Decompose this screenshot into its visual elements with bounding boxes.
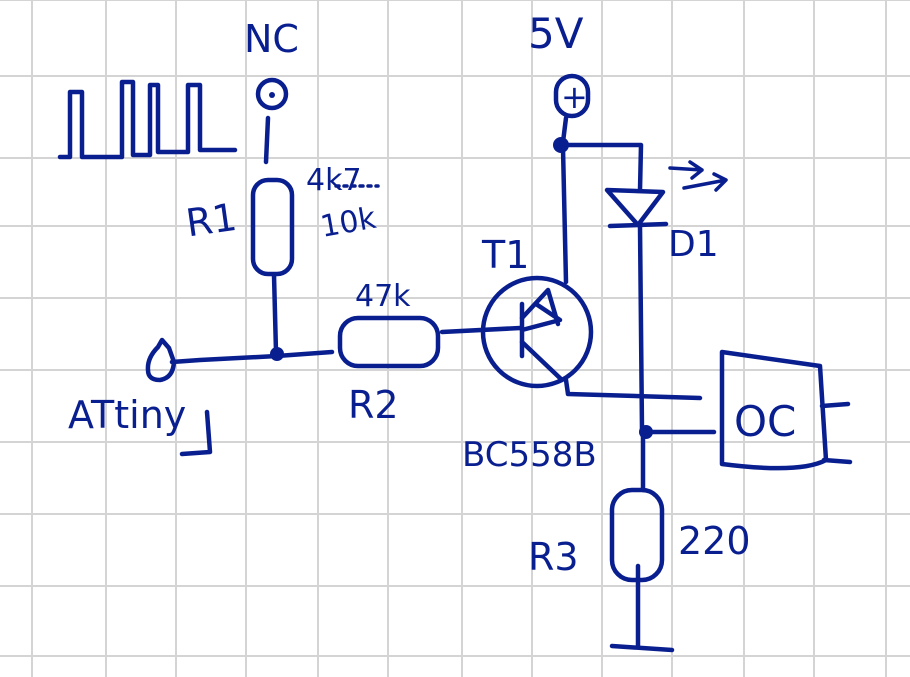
oc-label: OC — [734, 397, 796, 446]
transistor-t1: T1 BC558B — [462, 233, 597, 475]
ground-symbol — [609, 643, 675, 653]
input-pad-shape — [145, 337, 177, 383]
r2-label: R2 — [348, 383, 399, 427]
wire-collector-to-oc — [563, 377, 703, 401]
r2-value: 47k — [355, 279, 411, 314]
nc-label: NC — [244, 17, 299, 61]
pwm-waveform — [57, 79, 238, 160]
attiny-pin-label: ATtiny — [68, 393, 186, 437]
resistor-r3: R3 220 — [528, 487, 751, 583]
oc-block: OC — [719, 349, 853, 471]
wire-supply-to-d1 — [558, 142, 644, 193]
resistor-r2: 47k R2 — [337, 279, 441, 427]
wire-supply-to-emitter — [560, 145, 569, 285]
r1-label: R1 — [183, 195, 239, 246]
attiny-label-tail — [179, 409, 213, 457]
supply-5v: 5V + — [528, 9, 591, 119]
wire-r1-to-node — [271, 272, 279, 355]
transistor-part-label: BC558B — [462, 435, 597, 475]
wire-input-to-node — [169, 349, 335, 365]
wire-nc-to-r1 — [263, 115, 271, 165]
resistor-r1: R1 4k7 10k — [183, 163, 380, 277]
nc-terminal: NC — [244, 17, 299, 111]
supply-plus-sign: + — [561, 78, 588, 116]
diode-d1: D1 — [604, 160, 728, 265]
r1-value-10k: 10k — [318, 201, 379, 245]
wire-d1-to-node — [637, 223, 645, 433]
t1-label: T1 — [481, 233, 529, 277]
d1-label: D1 — [668, 224, 719, 265]
supply-label: 5V — [528, 9, 584, 58]
r3-value: 220 — [678, 519, 751, 563]
r3-label: R3 — [528, 535, 579, 579]
r1-value-4k7: 4k7 — [306, 163, 362, 198]
